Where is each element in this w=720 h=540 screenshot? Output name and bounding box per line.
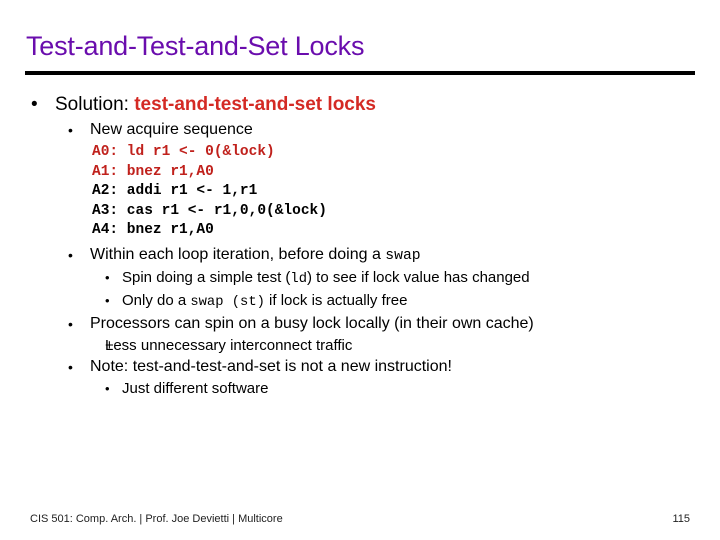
code-line: A3: cas r1 <- r1,0,0(&lock) (92, 202, 327, 219)
footer-course-info: CIS 501: Comp. Arch. | Prof. Joe Deviett… (30, 513, 283, 525)
bullet-within-loop: • Within each loop iteration, before doi… (0, 244, 720, 267)
plus-marker-icon: + (105, 336, 114, 354)
solution-label: Solution: (55, 94, 129, 115)
only-do-code: swap (st) (190, 294, 265, 310)
bullet-less-traffic: + Less unnecessary interconnect traffic (0, 335, 720, 356)
bullet-marker-icon: • (68, 122, 73, 138)
bullet-spin-test: • Spin doing a simple test (ld) to see i… (0, 267, 720, 290)
bullet-marker-icon: • (68, 246, 73, 263)
footer-page-number: 115 (672, 513, 690, 525)
bullet-only-do-swap: • Only do a swap (st) if lock is actuall… (0, 290, 720, 313)
bullet-marker-icon: • (31, 94, 38, 115)
only-do-suffix: if lock is actually free (264, 291, 408, 309)
code-line: A4: bnez r1,A0 (92, 222, 214, 238)
bullet-note: • Note: test-and-test-and-set is not a n… (0, 356, 720, 378)
code-line: A1: bnez r1,A0 (92, 163, 214, 180)
bullet-marker-icon: • (105, 380, 110, 396)
bullet-just-different-software: • Just different software (0, 378, 720, 399)
spin-prefix: Spin doing a simple test ( (122, 268, 291, 286)
solution-emphasis: test-and-test-and-set locks (134, 94, 377, 115)
spin-code: ld (290, 271, 307, 287)
bullet-marker-icon: • (68, 315, 73, 332)
within-loop-prefix: Within each loop iteration, before doing… (90, 245, 386, 263)
bullet-new-acquire-sequence: • New acquire sequence (0, 119, 720, 141)
code-line: A0: ld r1 <- 0(&lock) (92, 144, 275, 160)
within-loop-code: swap (385, 247, 421, 264)
bullet-marker-icon: • (68, 358, 73, 375)
bullet-marker-icon: • (105, 292, 110, 308)
new-acquire-sequence-label: New acquire sequence (90, 121, 253, 138)
page-title: Test-and-Test-and-Set Locks (26, 31, 365, 61)
code-line: A2: addi r1 <- 1,r1 (92, 183, 258, 199)
bullet-marker-icon: • (105, 269, 110, 285)
slide-body: • Solution: test-and-test-and-set locks … (0, 92, 720, 399)
just-different-software-label: Just different software (122, 379, 269, 397)
processors-spin-label: Processors can spin on a busy lock local… (90, 314, 534, 332)
less-traffic-label: Less unnecessary interconnect traffic (105, 336, 353, 354)
only-do-prefix: Only do a (122, 291, 191, 309)
note-label: Note: test-and-test-and-set is not a new… (90, 357, 452, 375)
title-divider (25, 71, 695, 75)
bullet-processors-spin: • Processors can spin on a busy lock loc… (0, 313, 720, 335)
bullet-solution: • Solution: test-and-test-and-set locks (0, 92, 720, 118)
spin-suffix: ) to see if lock value has changed (306, 268, 530, 286)
code-block: A0: ld r1 <- 0(&lock) A1: bnez r1,A0 A2:… (0, 143, 720, 241)
